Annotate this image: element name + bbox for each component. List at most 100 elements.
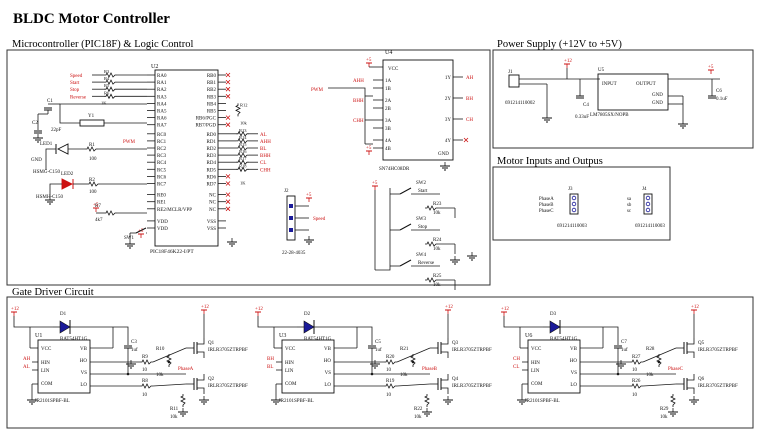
section-inputs-title: Motor Inputs and Outpus — [497, 156, 603, 167]
u4-vcc: VCC — [388, 67, 399, 72]
pin-vs: VS — [571, 371, 578, 376]
low-side-resistor-value: 10 — [386, 393, 392, 398]
u4-left-pin: 1B — [385, 87, 392, 92]
mosfet-ref: Q5 — [698, 341, 705, 346]
mosfet-part: IRLR3705ZTRPBF — [208, 348, 248, 353]
wire — [314, 326, 373, 345]
u4-gnd: GND — [438, 152, 449, 157]
pin-vs: VS — [325, 371, 332, 376]
gate-driver-part: IR2101SPBF-BL — [525, 399, 560, 404]
mcu-output-label: BL — [260, 147, 266, 152]
u2-left-pin: RA1 — [157, 81, 167, 86]
mosfet-part: IRLR3705ZTRPBF — [452, 348, 492, 353]
u2-left-pin: RC5 — [157, 168, 167, 173]
power-rail-label: +5 — [372, 181, 378, 186]
pin-hin: HIN — [531, 361, 540, 366]
high-side-resistor-value: 10 — [142, 368, 148, 373]
j3-pin-label: PhaseA — [539, 197, 554, 202]
r2-value: 100 — [89, 190, 97, 195]
wire — [503, 316, 543, 328]
phase-output-label: PhaseB — [422, 367, 438, 372]
u2-left-pin-shadow: RA5 — [148, 109, 149, 110]
u2-right-pin: RD2 — [207, 147, 217, 152]
power-rail-label: +5 — [708, 65, 714, 70]
u2-left-pin: RA2 — [157, 88, 167, 93]
pin-vb: VB — [570, 347, 578, 352]
diode-ref: D3 — [550, 312, 557, 317]
junction-dot — [167, 360, 171, 364]
high-side-resistor-ref: R20 — [386, 355, 395, 360]
pin-lo: LO — [324, 383, 331, 388]
gate-resistor-ref: R28 — [646, 347, 655, 352]
switch-resistor — [425, 277, 438, 283]
wire — [375, 188, 391, 271]
j3-connector — [569, 193, 579, 215]
u4-left-pin: 4B — [385, 147, 392, 152]
u5-body — [597, 73, 669, 111]
low-side-resistor — [140, 383, 153, 389]
no-connect-icon — [225, 79, 231, 85]
high-side-resistor-ref: R27 — [632, 355, 641, 360]
crystal-y1 — [79, 119, 105, 127]
gate-driver-body — [37, 339, 91, 394]
pin-vs: VS — [81, 371, 88, 376]
gate-driver-part: IR2101SPBF-BL — [35, 399, 70, 404]
u2-right-pin: RB7/PGD — [195, 124, 216, 129]
input-resistor — [104, 79, 117, 85]
pulldown-resistor-value: 10k — [660, 415, 668, 420]
mcu-output-label: BHH — [260, 154, 271, 159]
u2-left-pin-shadow: RC2 — [148, 146, 149, 147]
high-side-resistor — [140, 359, 153, 365]
power-rail-label: +12 — [445, 305, 453, 310]
wire — [49, 183, 62, 196]
u4-right-pin: 3Y — [445, 118, 452, 123]
output-resistor-ref: R14 — [239, 135, 247, 140]
speed-label: Speed — [313, 217, 326, 222]
switch-label: Start — [418, 189, 428, 194]
r12-value: 10k — [240, 121, 248, 126]
high-side-resistor — [630, 359, 643, 365]
pulldown-resistor — [166, 354, 172, 367]
u2-left-pin-shadow: RC5 — [148, 167, 149, 168]
pin-hin: HIN — [285, 361, 294, 366]
u2-right-pin: NC — [209, 201, 217, 206]
u2-right-pin: VSS — [207, 227, 216, 232]
lin-input-label: BL — [267, 365, 273, 370]
j2-part: 22-28-4035 — [282, 251, 306, 256]
u2-left-pin-shadow: RC1 — [148, 139, 149, 140]
u2-right-pin: RD6 — [207, 175, 217, 180]
input-resistor — [104, 72, 117, 78]
u4-left-pin: 4A — [385, 139, 392, 144]
wire — [152, 347, 187, 363]
bootstrap-cap-ref: C5 — [375, 340, 381, 345]
mosfet-ref: Q6 — [698, 377, 705, 382]
pulldown-resistor-ref: R11 — [170, 407, 179, 412]
r1-ref: R1 — [89, 143, 95, 148]
u2-left-pin: RE2/MCLR/VPP — [157, 208, 192, 213]
gate-driver-body — [281, 339, 335, 394]
u2-left-pin: RA4 — [157, 102, 167, 107]
pin-lo: LO — [80, 383, 87, 388]
low-side-resistor-value: 10 — [142, 393, 148, 398]
high-side-resistor-value: 10 — [632, 368, 638, 373]
wire — [328, 87, 366, 144]
u2-left-pin: RA6 — [157, 117, 167, 122]
mosfet-icon — [687, 374, 695, 381]
mcu-input-label: Speed — [70, 74, 83, 79]
wire — [70, 326, 129, 345]
lin-input-label: AL — [23, 365, 30, 370]
j4-pin-label: sa — [627, 197, 632, 202]
mosfet-icon — [441, 387, 449, 394]
mcu-input-label: Start — [70, 81, 80, 86]
no-connect-icon — [225, 199, 231, 204]
output-resistor-ref: R15 — [239, 142, 247, 147]
mosfet-part: IRLR3705ZTRPBF — [208, 384, 248, 389]
hin-input-label: BH — [267, 357, 274, 362]
phase-output-label: PhaseA — [178, 367, 194, 372]
gate-driver-body — [527, 339, 581, 394]
hin-input-label: AH — [23, 357, 31, 362]
wire — [642, 347, 677, 363]
u2-right-pin: RB1 — [207, 81, 217, 86]
u4-output-label: CH — [466, 118, 473, 123]
mosfet-ref: Q1 — [208, 341, 215, 346]
